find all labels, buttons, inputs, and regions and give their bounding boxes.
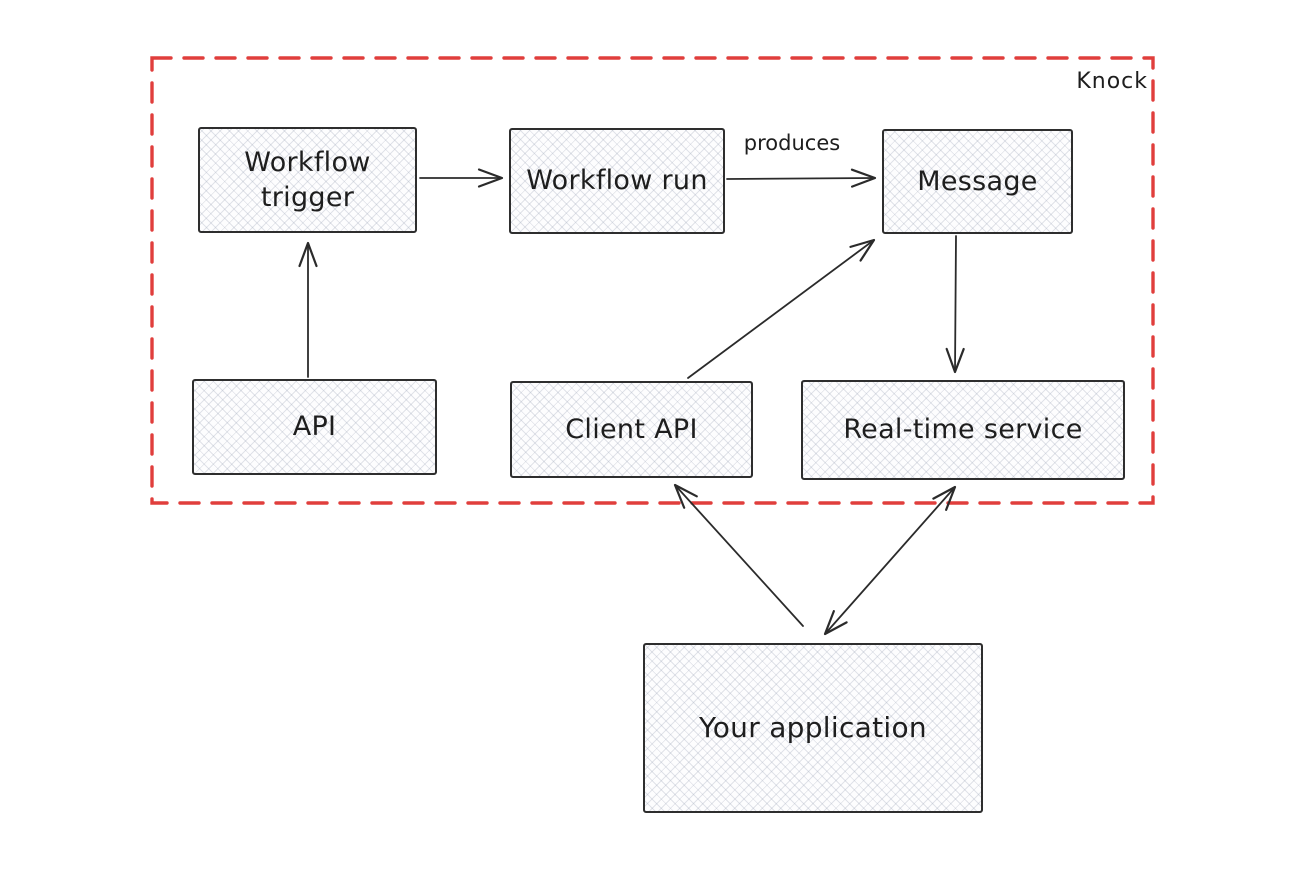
knock-boundary-rect bbox=[150, 56, 1155, 505]
node-real-time-service: Real-time service bbox=[801, 380, 1125, 480]
arrow-workflow-run-to-message bbox=[726, 168, 877, 188]
node-workflow-trigger: Workflow trigger bbox=[198, 127, 417, 233]
node-client-api: Client API bbox=[510, 381, 753, 478]
arrow-your-application-to-client-api bbox=[673, 483, 804, 627]
node-message: Message bbox=[882, 129, 1073, 234]
arrow-client-api-to-message bbox=[687, 238, 876, 379]
node-your-application: Your application bbox=[643, 643, 983, 813]
arrow-message-to-real-time-service bbox=[945, 235, 965, 374]
node-api: API bbox=[192, 379, 437, 475]
edge-label-produces: produces bbox=[743, 131, 841, 155]
knock-boundary-label: Knock bbox=[1076, 69, 1148, 94]
node-workflow-run: Workflow run bbox=[509, 128, 725, 234]
arrow-your-application-real-time-service-bidirectional bbox=[823, 485, 957, 636]
